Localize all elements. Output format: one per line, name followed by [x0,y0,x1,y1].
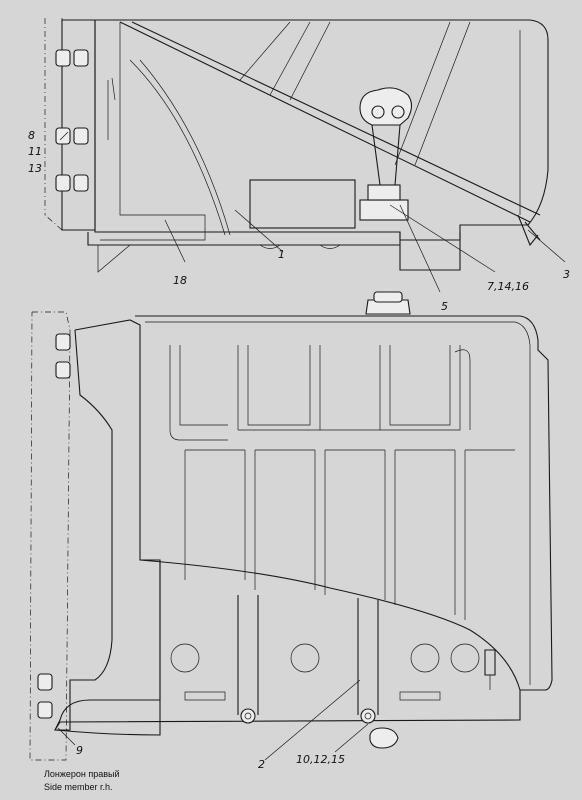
leader-lines-top [59,131,566,293]
nameplate [249,179,356,229]
rollers-top [259,244,341,249]
callout-7-14-16: 7,14,16 [487,280,529,293]
callout-3: 3 [563,268,570,281]
callout-11: 11 [28,145,42,158]
end-clip [517,214,541,247]
callout-9: 9 [76,744,83,757]
bottom-shelf-top [87,232,400,246]
drain-valve [484,649,496,690]
support-leg-top [97,244,131,273]
callout-1: 1 [278,248,285,261]
cutaway-curve [139,559,521,691]
plan-view [29,291,553,761]
mounting-bracket-bottom [54,319,161,731]
strap-clamps-bottom [240,708,376,724]
callout-10-12-15: 10,12,15 [296,753,345,766]
tank-body-top [94,19,549,241]
diagonal-strap [119,21,541,223]
tank-body-plan [54,315,553,736]
tank-inner-wall [100,22,206,241]
mount-holes [170,643,480,673]
side-elevation-view [44,18,549,273]
callout-8: 8 [28,129,35,142]
right-mount-bracket [399,232,461,271]
side-member-outline-bottom [29,311,71,761]
tank-ribs [169,345,515,620]
frame-struts [239,21,471,166]
bracket-bolts-bottom [37,333,71,719]
tank-inner-edge [145,321,531,685]
callout-13: 13 [28,162,42,175]
top-center-clamp [365,291,411,315]
callout-5: 5 [441,300,448,313]
caption-side-member-en: Side member r.h. [44,782,113,792]
leader-lines-bottom [57,679,369,761]
callout-2: 2 [258,758,265,771]
bracket-bolts-top [55,49,89,192]
side-panel-curve [129,59,231,236]
tank-straps [237,595,379,715]
hose-pipe [107,77,116,140]
filler-neck [369,727,399,749]
callout-18: 18 [173,274,187,287]
caption-side-member-ru: Лонжерон правый [44,769,120,779]
small-slots [184,691,441,701]
strap-clamp-assembly [359,87,413,221]
